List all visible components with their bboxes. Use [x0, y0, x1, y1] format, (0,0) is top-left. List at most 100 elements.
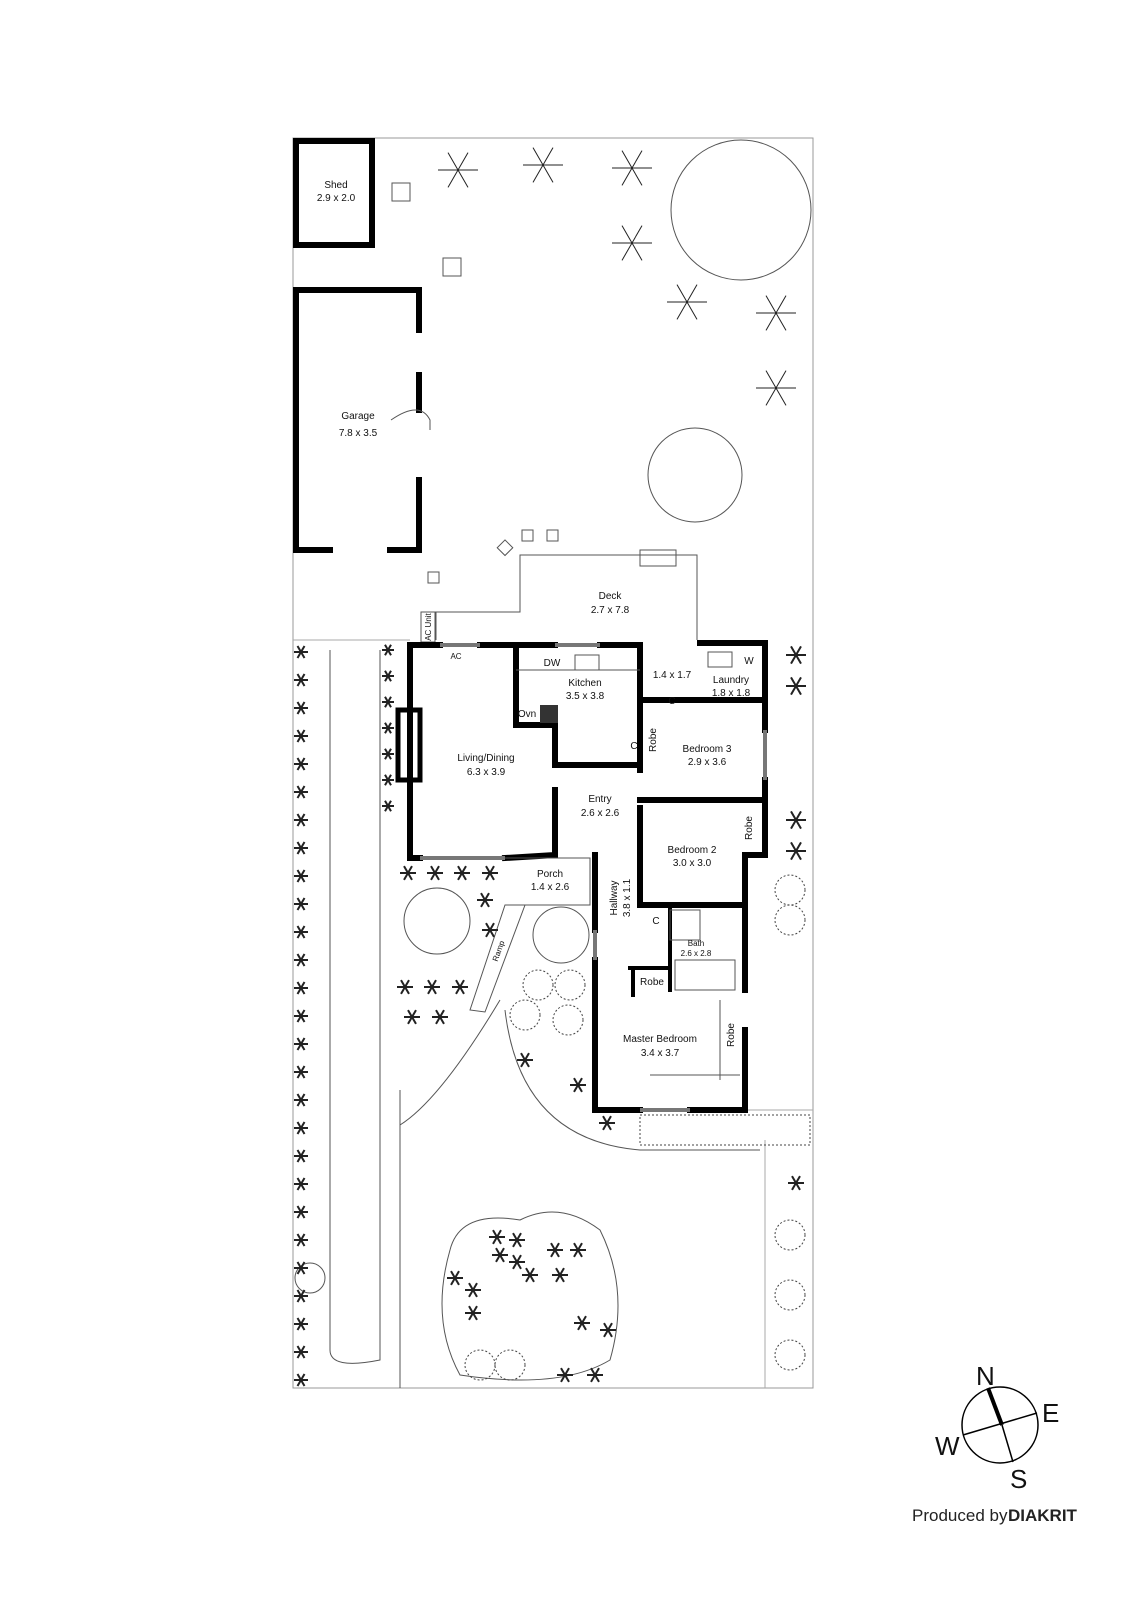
cupboard-label: C — [652, 916, 659, 927]
deck-steps[interactable] — [639, 549, 677, 567]
shrub-icon — [434, 865, 440, 874]
shrub-icon — [387, 774, 392, 781]
shrub-icon — [554, 1242, 560, 1251]
driveway — [329, 650, 381, 1364]
shrub-icon — [300, 1121, 306, 1129]
shrub-icon — [300, 1261, 306, 1269]
ac-label: AC — [450, 652, 461, 661]
washer-label: W — [744, 656, 754, 667]
shrub-icon — [512, 1261, 518, 1270]
shrub-icon — [468, 1305, 474, 1314]
shrub-icon — [300, 841, 306, 849]
shrub-icon — [300, 1155, 306, 1163]
garden-bed — [441, 1211, 619, 1381]
shrub-icon — [296, 1261, 302, 1269]
shrub-icon — [520, 1059, 526, 1068]
shrub-icon — [411, 1009, 417, 1018]
shrub-icon — [457, 872, 463, 881]
north-needle-icon — [986, 1387, 1004, 1426]
cupboard-label: C — [630, 741, 637, 752]
shrub-icon — [492, 1236, 498, 1245]
garage-door[interactable] — [390, 409, 431, 430]
shrub-icon — [516, 1254, 522, 1263]
shrub-icon — [577, 1249, 583, 1258]
deck-name: Deck — [599, 591, 623, 602]
shrub-icon — [300, 1015, 306, 1023]
shrub-icon — [300, 1037, 306, 1045]
house-walls — [395, 640, 768, 1113]
shrub-icon — [387, 644, 392, 651]
kitchen-name: Kitchen — [568, 678, 601, 689]
shrub-icon — [300, 1373, 306, 1381]
shrub-icon — [296, 763, 302, 771]
garden-edge — [504, 1009, 760, 1151]
shrub-icon — [300, 1211, 306, 1219]
shrub-icon — [296, 1233, 302, 1241]
shrub-icon — [296, 1211, 302, 1219]
shrub-icon — [300, 1379, 306, 1387]
lot-boundary — [292, 137, 814, 1389]
shrub-icon — [300, 1183, 306, 1191]
shrub-icon — [516, 1232, 522, 1241]
shrub-icon — [296, 987, 302, 995]
shrub-icon — [296, 1289, 302, 1297]
shrub-icon — [790, 645, 797, 656]
shrub-icon — [407, 1009, 413, 1018]
shrub-icon — [484, 892, 490, 901]
shrub-icon — [400, 986, 406, 995]
shrub-icon — [387, 722, 392, 729]
shrub-icon — [492, 1229, 498, 1238]
shrub-icon — [795, 841, 802, 852]
shrub-icon — [300, 763, 306, 771]
ac-unit-label: AC Unit — [424, 612, 433, 640]
laundry-size: 1.8 x 1.8 — [712, 688, 751, 699]
shrub-icon — [564, 1374, 570, 1383]
shrub-icon — [573, 1242, 579, 1251]
shrub-icon — [300, 735, 306, 743]
shrub-icon — [296, 819, 302, 827]
hall-small-size: 1.4 x 1.7 — [653, 670, 692, 681]
shrub-icon — [300, 869, 306, 877]
compass: N E S W — [935, 1361, 1059, 1494]
porch-size: 1.4 x 2.6 — [531, 882, 570, 893]
shrub-icon — [795, 645, 802, 656]
shrub-icon — [631, 225, 643, 244]
shrub-icon — [602, 1115, 608, 1124]
shrub-icon — [430, 872, 436, 881]
shrub-icon — [525, 1267, 531, 1276]
shrub-icon — [472, 1312, 478, 1321]
shrub-icon — [524, 1052, 530, 1061]
shrub-icon — [765, 387, 777, 406]
shrub-icon — [296, 1149, 302, 1157]
shrub-icon — [577, 1084, 583, 1093]
shrub-icon — [775, 295, 787, 314]
shrub-icon — [573, 1249, 579, 1258]
shrub-icon — [387, 800, 392, 807]
shrub-icon — [300, 1295, 306, 1303]
shrub-icon — [516, 1261, 522, 1270]
shrub-icon — [577, 1322, 583, 1331]
hedge — [639, 1114, 811, 1146]
shrub-icon — [577, 1077, 583, 1086]
entry-size: 2.6 x 2.6 — [581, 808, 620, 819]
shrub-icon — [459, 979, 465, 988]
shrub-icon — [455, 979, 461, 988]
shrub-icon — [480, 892, 486, 901]
shrub-icon — [450, 1270, 456, 1279]
shrub-icon — [403, 872, 409, 881]
shrub-icon — [300, 1317, 306, 1325]
shrub-icon — [489, 865, 495, 874]
shrub-icon — [480, 899, 486, 908]
shrub-icon — [296, 875, 302, 883]
bedroom3-size: 2.9 x 3.6 — [688, 757, 727, 768]
shrub-icon — [296, 1009, 302, 1017]
shrub-icon — [512, 1239, 518, 1248]
shrub-icon — [296, 1071, 302, 1079]
shrub-icon — [300, 819, 306, 827]
shrub-icon — [300, 1071, 306, 1079]
shrub-icon — [581, 1315, 587, 1324]
kitchen-sink — [574, 654, 600, 671]
shrub-icon — [296, 931, 302, 939]
shrub-icon — [457, 152, 469, 171]
